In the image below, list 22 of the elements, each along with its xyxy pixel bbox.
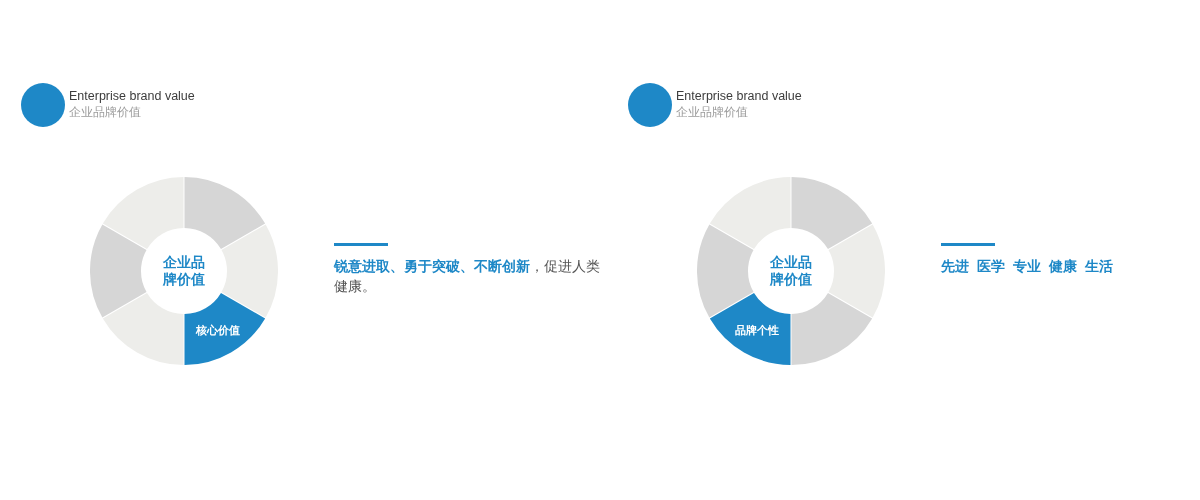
- donut-segment: [102, 292, 184, 365]
- donut-segment: [184, 177, 266, 250]
- segment-label: 品牌个性: [734, 323, 779, 337]
- donut-segment: [791, 177, 873, 250]
- subheading-text: 企业品牌价值: [676, 105, 748, 120]
- center-label: 企业品牌价值: [162, 254, 206, 288]
- subheading-text: 企业品牌价值: [69, 105, 141, 120]
- donut-segment: [709, 292, 791, 365]
- description-text: 锐意进取、勇于突破、不断创新，促进人类健康。: [334, 257, 601, 296]
- segment-label: 核心价值: [196, 323, 241, 337]
- heading-text: Enterprise brand value: [676, 89, 802, 104]
- donut-segment: [184, 292, 266, 365]
- donut-segment: [791, 292, 873, 365]
- donut-segment: [90, 224, 147, 318]
- donut-segment: [828, 224, 885, 318]
- center-label: 企业品牌价值: [769, 254, 813, 288]
- keyword-text: 先进 医学 专业 健康 生活: [941, 257, 1113, 276]
- donut-segment: [102, 177, 184, 250]
- heading-text: Enterprise brand value: [69, 89, 195, 104]
- donut-segment: [709, 177, 791, 250]
- donut-segment: [221, 224, 278, 318]
- donut-segment: [697, 224, 754, 318]
